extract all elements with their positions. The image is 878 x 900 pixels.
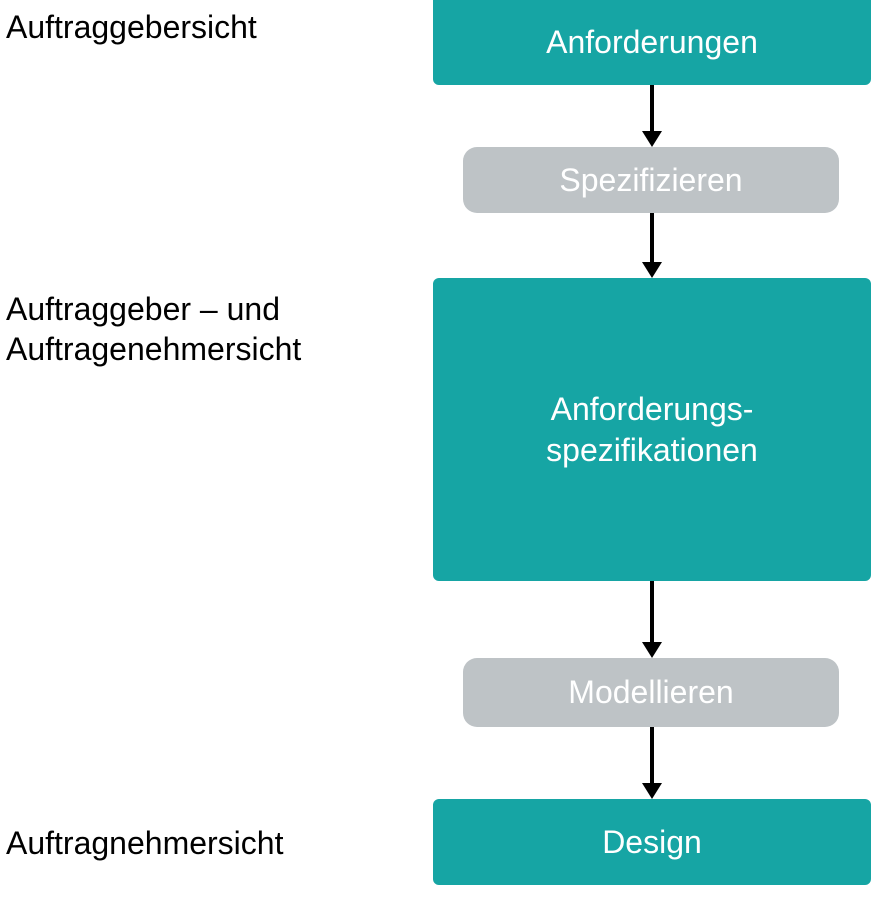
node-design: Design	[433, 799, 871, 885]
node-anforderungsspezifikationen-line2: spezifikationen	[546, 431, 758, 468]
arrow-shaft	[650, 85, 654, 131]
arrow-head-icon	[642, 783, 662, 799]
node-modellieren-label: Modellieren	[568, 674, 734, 710]
arrow-head-icon	[642, 262, 662, 278]
arrow-shaft	[650, 581, 654, 642]
arrow-shaft	[650, 213, 654, 262]
arrow-down-icon	[642, 727, 662, 799]
node-anforderungsspezifikationen-line1: Anforderungs-	[550, 390, 754, 427]
arrow-down-icon	[642, 85, 662, 147]
node-spezifizieren: Spezifizieren	[463, 147, 839, 213]
node-anforderungsspezifikationen: Anforderungs- spezifikationen	[433, 278, 871, 581]
arrow-head-icon	[642, 131, 662, 147]
side-label-client-and-contractor-view: Auftraggeber – und Auftragenehmersicht	[6, 289, 301, 369]
side-label-client-view: Auftraggebersicht	[6, 9, 257, 45]
node-anforderungen-label: Anforderungen	[546, 24, 758, 60]
node-design-label: Design	[602, 823, 702, 860]
arrow-head-icon	[642, 642, 662, 658]
node-anforderungen: Anforderungen	[433, 0, 871, 85]
node-modellieren: Modellieren	[463, 658, 839, 727]
arrow-down-icon	[642, 581, 662, 658]
arrow-shaft	[650, 727, 654, 783]
arrow-down-icon	[642, 213, 662, 278]
side-label-client-and-contractor-view-line1: Auftraggeber – und	[6, 291, 280, 327]
side-label-contractor-view: Auftragnehmersicht	[6, 825, 284, 861]
node-anforderungsspezifikationen-label: Anforderungs- spezifikationen	[546, 389, 758, 471]
node-spezifizieren-label: Spezifizieren	[559, 161, 743, 198]
side-label-client-and-contractor-view-line2: Auftragenehmersicht	[6, 331, 302, 367]
